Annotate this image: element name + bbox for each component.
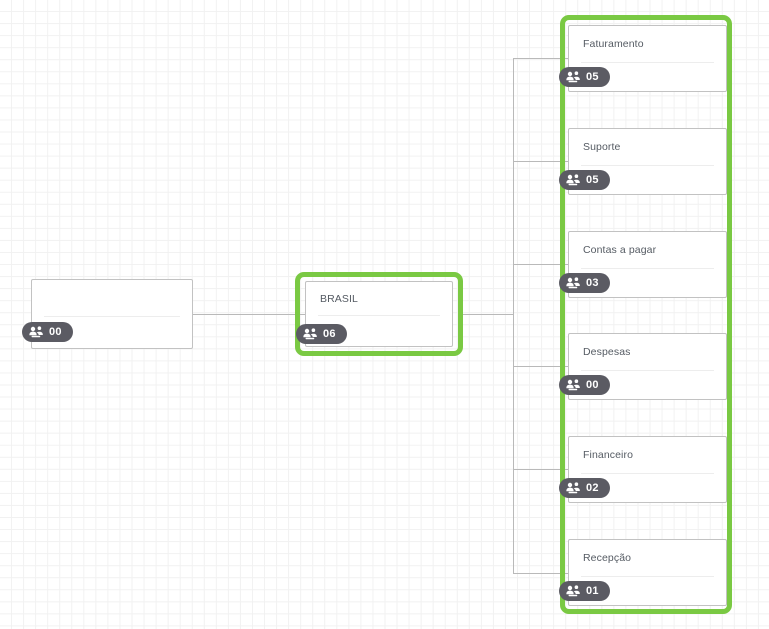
org-node-faturamento[interactable]: Faturamento 05 bbox=[559, 25, 727, 92]
org-node-divider bbox=[581, 165, 714, 166]
org-node-root-people-badge[interactable]: 00 bbox=[22, 322, 73, 342]
org-node-despesas[interactable]: Despesas 00 bbox=[559, 333, 727, 400]
org-node-count: 05 bbox=[586, 71, 599, 83]
people-group-icon bbox=[566, 70, 581, 84]
org-node-count: 05 bbox=[586, 174, 599, 186]
people-group-icon bbox=[566, 584, 581, 598]
connector-brasil-to-trunk bbox=[463, 314, 514, 315]
org-node-suporte[interactable]: Suporte 05 bbox=[559, 128, 727, 195]
org-node-count: 02 bbox=[586, 482, 599, 494]
org-node-brasil-count: 06 bbox=[323, 328, 336, 340]
org-node-people-badge[interactable]: 03 bbox=[559, 273, 610, 293]
org-node-count: 00 bbox=[586, 379, 599, 391]
org-node-recepcao[interactable]: Recepção 01 bbox=[559, 539, 727, 606]
org-node-title: Despesas bbox=[583, 346, 631, 358]
org-node-brasil[interactable]: BRASIL 06 bbox=[296, 281, 453, 347]
org-node-contas-a-pagar[interactable]: Contas a pagar 03 bbox=[559, 231, 727, 298]
org-node-people-badge[interactable]: 02 bbox=[559, 478, 610, 498]
org-node-divider bbox=[581, 370, 714, 371]
org-node-title: Recepção bbox=[583, 552, 632, 564]
org-node-brasil-people-badge[interactable]: 06 bbox=[296, 324, 347, 344]
org-node-title: Faturamento bbox=[583, 38, 644, 50]
org-node-people-badge[interactable]: 00 bbox=[559, 375, 610, 395]
selection-outline-departments bbox=[560, 15, 732, 614]
org-node-title: Suporte bbox=[583, 141, 621, 153]
org-node-brasil-divider bbox=[318, 315, 440, 316]
people-group-icon bbox=[29, 325, 44, 339]
org-node-people-badge[interactable]: 05 bbox=[559, 170, 610, 190]
people-group-icon bbox=[303, 327, 318, 341]
org-node-divider bbox=[581, 473, 714, 474]
org-node-count: 01 bbox=[586, 585, 599, 597]
org-node-financeiro[interactable]: Financeiro 02 bbox=[559, 436, 727, 503]
org-node-title: Contas a pagar bbox=[583, 244, 657, 256]
people-group-icon bbox=[566, 173, 581, 187]
connector-trunk-vertical bbox=[513, 58, 514, 574]
connector-root-to-brasil bbox=[193, 314, 305, 315]
org-node-title: Financeiro bbox=[583, 449, 634, 461]
org-node-root-divider bbox=[44, 316, 180, 317]
org-node-divider bbox=[581, 576, 714, 577]
org-node-root[interactable]: 00 bbox=[22, 279, 193, 349]
org-node-brasil-title: BRASIL bbox=[320, 293, 358, 305]
org-node-divider bbox=[581, 268, 714, 269]
org-node-count: 03 bbox=[586, 277, 599, 289]
org-node-people-badge[interactable]: 05 bbox=[559, 67, 610, 87]
org-node-root-count: 00 bbox=[49, 326, 62, 338]
people-group-icon bbox=[566, 481, 581, 495]
people-group-icon bbox=[566, 276, 581, 290]
org-node-people-badge[interactable]: 01 bbox=[559, 581, 610, 601]
people-group-icon bbox=[566, 378, 581, 392]
org-node-divider bbox=[581, 62, 714, 63]
selection-outline-brasil bbox=[295, 272, 463, 356]
